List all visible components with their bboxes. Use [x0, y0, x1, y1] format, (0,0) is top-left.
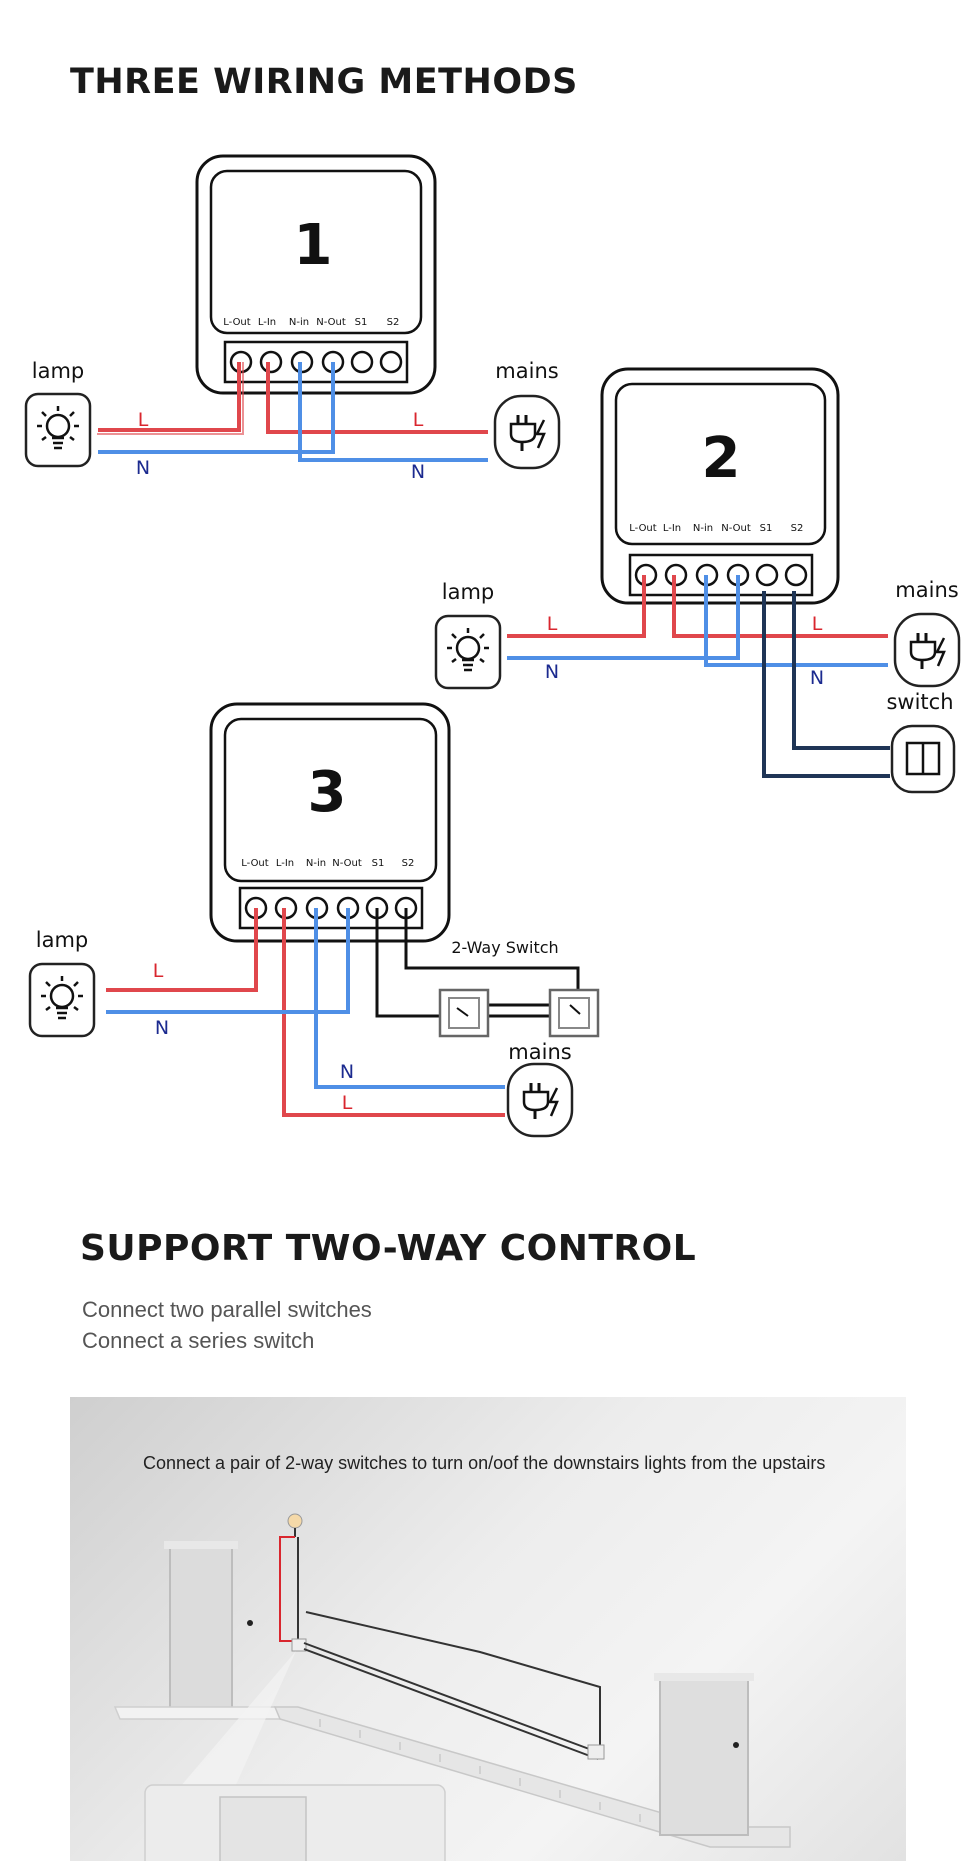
svg-text:S1: S1 — [372, 858, 385, 869]
lamp-label-1: lamp — [32, 359, 85, 383]
label-L-1b: L — [413, 409, 424, 431]
mains-label-2: mains — [895, 578, 958, 602]
svg-text:N-in: N-in — [289, 317, 309, 328]
feature-line-2: Connect a series switch — [82, 1328, 315, 1353]
terminal-labels-3: L-Out L-In N-in N-Out S1 S2 — [241, 858, 414, 869]
svg-text:N-Out: N-Out — [316, 317, 346, 328]
lamp-label-3: lamp — [36, 928, 89, 952]
label-L-2a: L — [547, 613, 558, 635]
svg-text:L-Out: L-Out — [223, 317, 250, 328]
module-number-1: 1 — [294, 213, 333, 278]
label-L-2b: L — [812, 613, 823, 635]
section-title-two-way: SUPPORT TWO-WAY CONTROL — [80, 1228, 697, 1269]
two-way-switch-b-icon — [548, 988, 600, 1038]
svg-text:N-in: N-in — [306, 858, 326, 869]
lamp-label-2: lamp — [442, 580, 495, 604]
downstairs-door — [659, 1678, 749, 1836]
label-N-2a: N — [545, 661, 559, 683]
staircase-illustration: Connect a pair of 2-way switches to turn… — [70, 1397, 906, 1861]
svg-text:S2: S2 — [791, 523, 804, 534]
terminal-block-3 — [238, 886, 424, 930]
plug-icon — [506, 1062, 574, 1138]
module-number-3: 3 — [308, 760, 347, 825]
wall-switch-icon — [890, 724, 956, 794]
wiring-diagrams: 1 L-Out L-In N-in N-Out S1 S2 L N L N la… — [24, 154, 961, 1138]
mains-label-1: mains — [495, 359, 558, 383]
lamp-icon — [28, 962, 96, 1038]
mains-label-3: mains — [508, 1040, 571, 1064]
ceiling-lamp — [287, 1513, 303, 1529]
label-N-1b: N — [411, 461, 425, 483]
stairs — [273, 1706, 791, 1848]
svg-text:N-Out: N-Out — [332, 858, 362, 869]
label-N-2b: N — [810, 667, 824, 689]
svg-text:L-Out: L-Out — [629, 523, 656, 534]
door-knob — [733, 1742, 739, 1748]
module-number-2: 2 — [702, 426, 741, 491]
svg-text:L-Out: L-Out — [241, 858, 268, 869]
terminal-block-1 — [223, 340, 409, 384]
door-knob — [247, 1620, 253, 1626]
plug-icon — [493, 394, 561, 470]
feature-line-1: Connect two parallel switches — [82, 1297, 372, 1322]
terminal-labels-2: L-Out L-In N-in N-Out S1 S2 — [629, 523, 803, 534]
label-L-1a: L — [138, 409, 149, 431]
diagram-3: 3 L-Out L-In N-in N-Out S1 S2 2-Way Swit… — [28, 702, 600, 1138]
section-title-wiring: THREE WIRING METHODS — [70, 62, 578, 102]
diagram-1: 1 L-Out L-In N-in N-Out S1 S2 L N L N la… — [24, 154, 561, 483]
svg-text:S1: S1 — [760, 523, 773, 534]
two-way-switch-a-icon — [438, 988, 490, 1038]
diagram-2: 2 L-Out L-In N-in N-Out S1 S2 L N L N la… — [434, 367, 961, 794]
svg-text:N-in: N-in — [693, 523, 713, 534]
svg-text:N-Out: N-Out — [721, 523, 751, 534]
svg-text:S2: S2 — [402, 858, 415, 869]
plug-icon — [893, 612, 961, 688]
svg-text:L-In: L-In — [276, 858, 294, 869]
svg-text:S2: S2 — [387, 317, 400, 328]
label-N-3b: N — [340, 1061, 354, 1083]
two-way-switch-label: 2-Way Switch — [451, 938, 558, 957]
terminal-labels-1: L-Out L-In N-in N-Out S1 S2 — [223, 317, 399, 328]
terminal-block-2 — [628, 553, 814, 597]
switch-label-2: switch — [886, 690, 953, 714]
label-L-3a: L — [153, 960, 164, 982]
svg-text:L-In: L-In — [258, 317, 276, 328]
label-L-3b: L — [342, 1092, 353, 1114]
lamp-icon — [24, 392, 92, 468]
label-N-3a: N — [155, 1017, 169, 1039]
lamp-icon — [434, 614, 502, 690]
staircase-scene — [113, 1513, 791, 1861]
upstairs-door — [169, 1546, 233, 1718]
switch-downstairs — [587, 1744, 605, 1760]
switch-upstairs — [291, 1638, 307, 1652]
illustration-caption: Connect a pair of 2-way switches to turn… — [143, 1453, 826, 1473]
label-N-1a: N — [136, 457, 150, 479]
svg-text:S1: S1 — [355, 317, 368, 328]
svg-text:L-In: L-In — [663, 523, 681, 534]
